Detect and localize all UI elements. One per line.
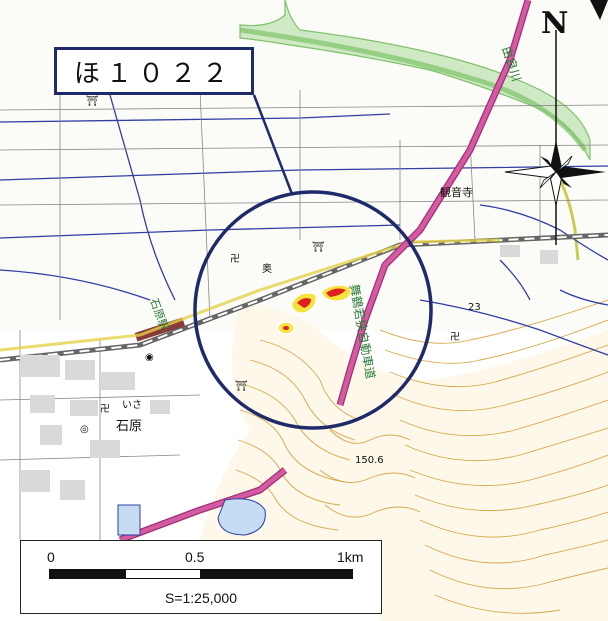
svg-text:卍: 卍: [230, 253, 240, 265]
hill-area: [200, 300, 608, 621]
svg-text:卍: 卍: [100, 403, 110, 415]
scale-tick-0: 0: [47, 549, 55, 565]
svg-text:◉: ◉: [145, 352, 154, 363]
buildings: [20, 245, 558, 500]
leader-line: [252, 94, 294, 195]
hazard-zones: [279, 285, 351, 333]
svg-text:⛩: ⛩: [86, 95, 99, 107]
elevation-label: 150.6: [355, 455, 384, 466]
scale-ratio: S=1:25,000: [164, 590, 237, 606]
svg-text:◎: ◎: [80, 424, 89, 435]
stream: [558, 179, 580, 261]
temple-label: 観音寺: [440, 185, 473, 199]
minor-roads: [0, 89, 608, 540]
north-label: N: [541, 6, 569, 41]
station-area-label: いさ: [122, 399, 142, 411]
north-arrow-icon: [504, 30, 606, 245]
scale-segment-3: [201, 569, 353, 579]
pond: [217, 498, 266, 536]
elevation-small-label: 23: [468, 302, 481, 313]
national-road: [0, 238, 501, 352]
scale-segment-1: [49, 569, 125, 579]
expressway: [337, 0, 531, 406]
svg-text:卍: 卍: [450, 331, 460, 343]
river-channel: [239, 27, 588, 152]
pond-west: [117, 504, 141, 536]
hill-label: 奥: [262, 262, 272, 275]
svg-text:⛩: ⛩: [235, 380, 248, 392]
highlight-circle: [193, 190, 433, 430]
svg-text:⛩: ⛩: [312, 241, 325, 253]
location-label-box: ほ１０２２: [54, 47, 254, 95]
map-symbols: ⛩ ⛩ ⛩ 卍 卍 卍 ◉ ◎: [80, 95, 460, 435]
contour-lines: [235, 299, 608, 614]
scale-tick-half: 0.5: [185, 549, 205, 565]
town-label: 石原: [116, 419, 142, 434]
scale-segment-2: [125, 569, 201, 579]
scale-tick-1km: 1km: [337, 549, 364, 565]
map-corner-mark: [590, 0, 608, 20]
scale-bar-panel: 0 0.5 1km S=1:25,000: [20, 540, 382, 614]
